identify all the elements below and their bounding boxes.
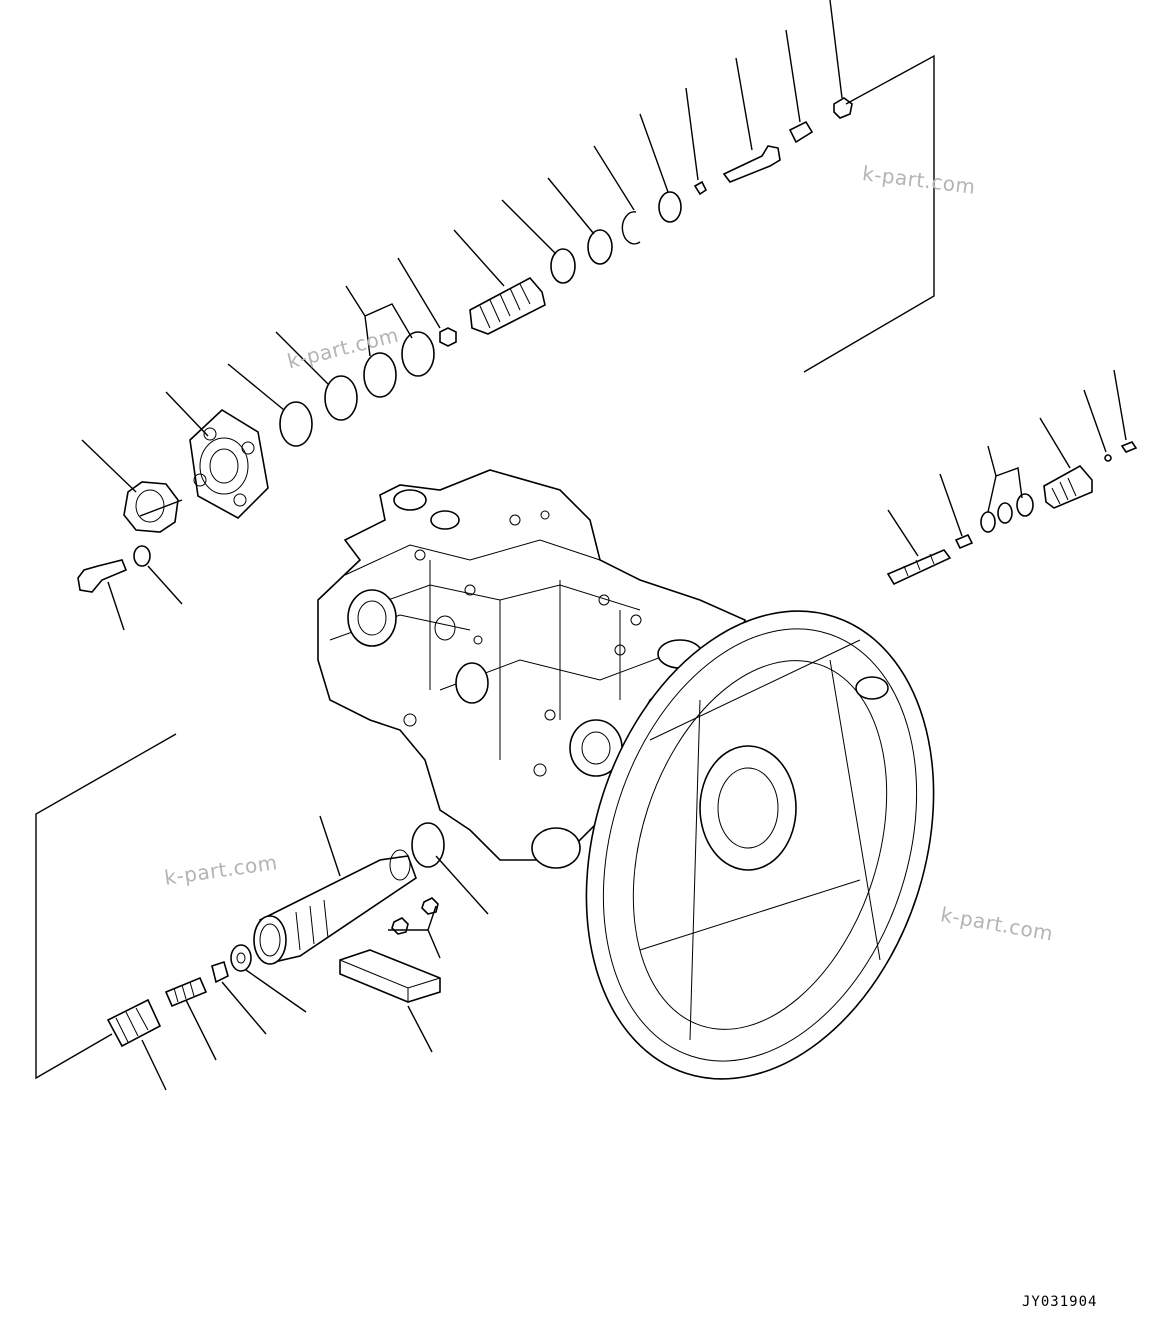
o-ring	[550, 248, 576, 284]
small-screw	[1120, 441, 1138, 453]
o-ring	[997, 502, 1013, 524]
spring-piston	[469, 276, 546, 335]
outer-spring	[106, 998, 162, 1048]
leader-lines	[81, 0, 1127, 1091]
small-washer	[133, 545, 151, 567]
spring-seat	[211, 960, 229, 984]
small-screw	[391, 917, 409, 935]
drawing-code: JY031904	[1022, 1294, 1098, 1310]
upper-part-group	[77, 97, 853, 593]
small-key	[693, 180, 708, 196]
stopper-block	[339, 949, 441, 1003]
square-flange	[189, 408, 269, 519]
snap-ring	[621, 211, 641, 245]
hex-nut	[123, 481, 179, 533]
plug	[833, 97, 853, 119]
lower-part-group	[106, 822, 445, 1048]
group-brackets	[35, 54, 935, 1080]
ball	[1104, 454, 1112, 462]
o-ring	[587, 229, 613, 265]
spring-plug	[1043, 464, 1093, 509]
o-ring	[980, 511, 996, 533]
right-part-group	[886, 441, 1138, 586]
washer	[230, 944, 252, 972]
cap-screw	[77, 559, 128, 593]
o-ring	[279, 401, 313, 447]
o-ring	[324, 375, 358, 421]
inner-spring	[164, 976, 208, 1008]
adjusting-screw	[722, 145, 781, 183]
o-ring	[658, 191, 682, 223]
o-ring	[363, 352, 397, 398]
o-ring	[401, 331, 435, 377]
small-spring	[788, 120, 814, 144]
main-pump-assembly	[317, 469, 746, 869]
pin	[954, 533, 974, 550]
small-nut	[439, 327, 457, 347]
o-ring	[1016, 493, 1034, 517]
mounting-flange-ring	[585, 610, 935, 1080]
